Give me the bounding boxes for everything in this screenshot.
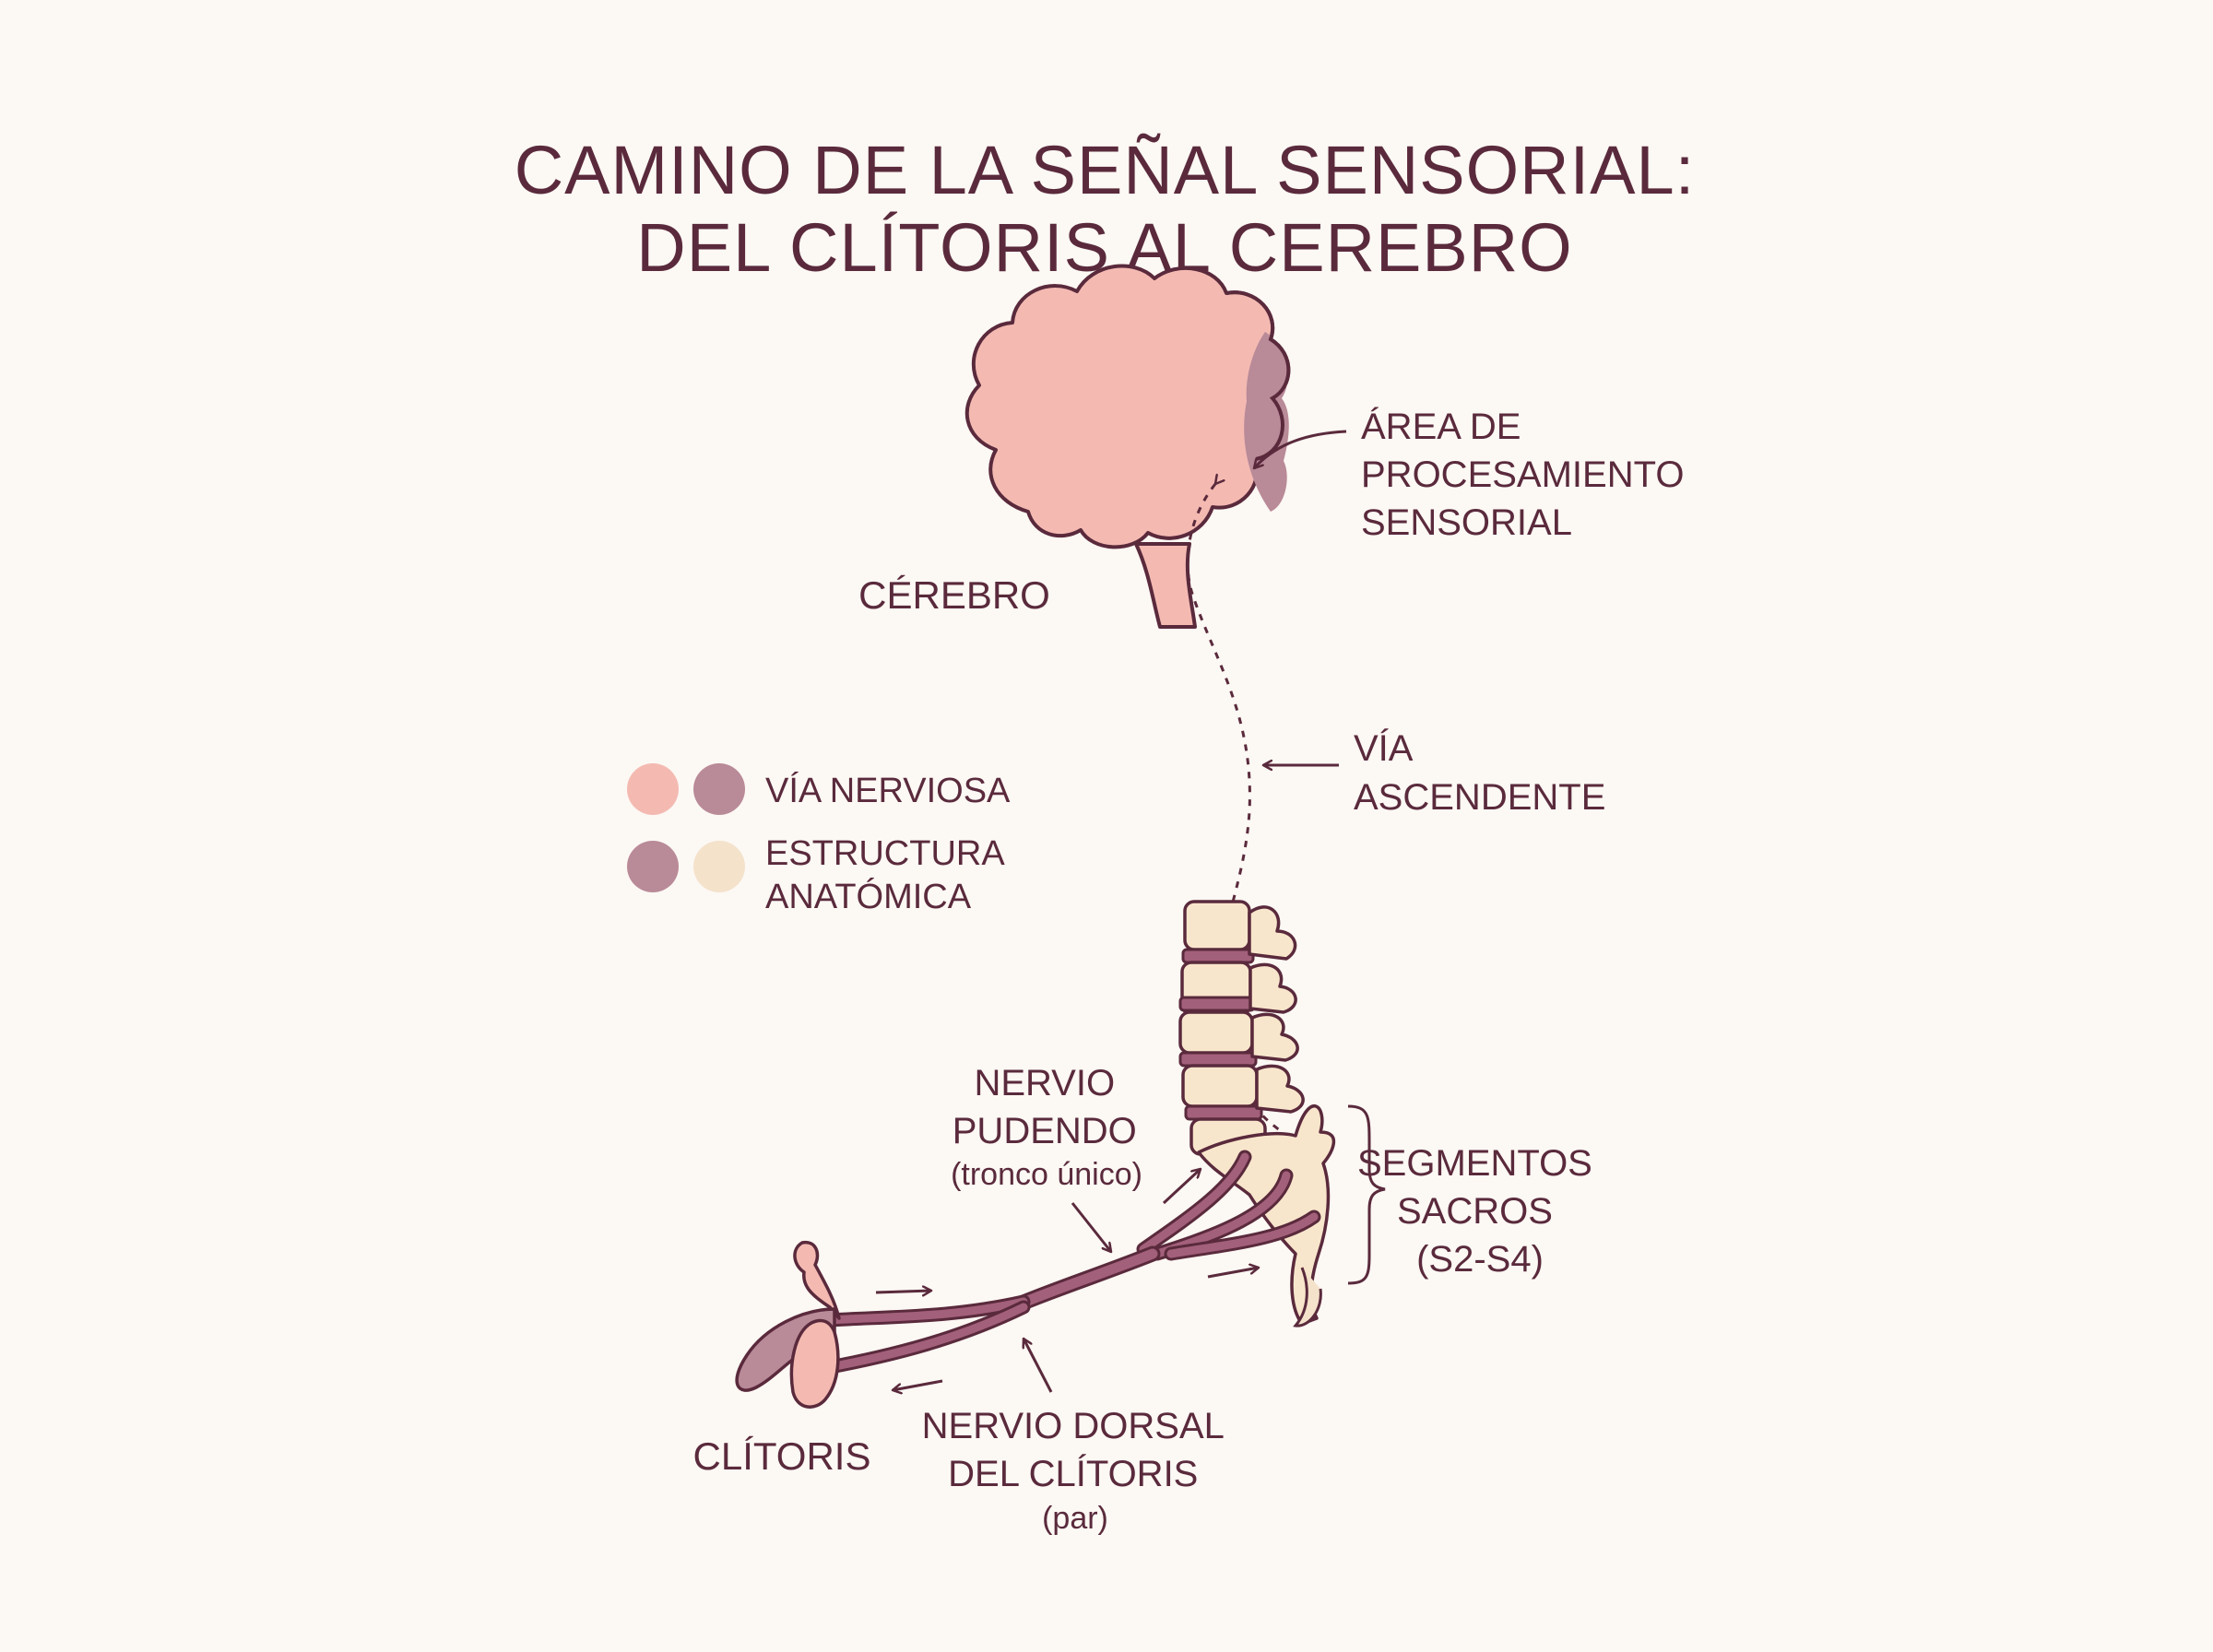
- sacrum: [1197, 1104, 1336, 1326]
- brain-cortex: [964, 264, 1291, 549]
- legend: VÍA NERVIOSA ESTRUCTURA ANATÓMICA: [627, 763, 1012, 916]
- dorsal-nerve-label: NERVIO DORSAL DEL CLÍTORIS (par): [922, 1406, 1229, 1536]
- intervertebral-disc: [1181, 948, 1255, 964]
- intervertebral-disc: [1178, 996, 1256, 1012]
- coccyx: [1293, 1267, 1322, 1328]
- legend-label-anatomical-structure: ESTRUCTURA ANATÓMICA: [765, 834, 1012, 916]
- arrow-toward-clitoris: [893, 1379, 943, 1390]
- nerve-illustration: [818, 1150, 1321, 1375]
- pointer-dorsal-nerve: [1024, 1339, 1053, 1393]
- legend-swatch: [627, 841, 679, 892]
- spine-illustration: [1178, 900, 1336, 1328]
- pudendal-nerve-label: NERVIO PUDENDO (tronco único): [951, 1063, 1142, 1192]
- brain-label: CÉREBRO: [858, 573, 1050, 617]
- intervertebral-disc: [1184, 1104, 1263, 1121]
- intervertebral-disc: [1178, 1051, 1258, 1068]
- legend-item-anatomical-structure: ESTRUCTURA ANATÓMICA: [627, 834, 1012, 916]
- clitoris-illustration: [735, 1240, 841, 1409]
- vertebra-body: [1181, 1064, 1259, 1108]
- sacral-brace: [1347, 1104, 1386, 1285]
- legend-swatch: [693, 763, 745, 815]
- clitoris-bulb: [789, 1318, 840, 1409]
- brain-stem: [1134, 542, 1197, 629]
- clitoris-body: [793, 1240, 841, 1320]
- legend-swatch: [627, 763, 679, 815]
- legend-label-nerve-path: VÍA NERVIOSA: [765, 771, 1011, 810]
- legend-item-nerve-path: VÍA NERVIOSA: [627, 763, 1011, 815]
- sacral-segments-label: SEGMENTOS SACROS (S2-S4): [1357, 1143, 1603, 1280]
- ascending-path-label: VÍA ASCENDENTE: [1354, 727, 1605, 818]
- processing-area-label: ÁREA DE PROCESAMIENTO SENSORIAL: [1361, 406, 1695, 543]
- vertebra-body: [1178, 1010, 1254, 1055]
- pointer-pudendal-nerve: [1071, 1202, 1111, 1252]
- title-line-1: CAMINO DE LA SEÑAL SENSORIAL:: [515, 132, 1696, 208]
- arrow-pudendal-up: [1162, 1169, 1201, 1205]
- clitoris-label: CLÍTORIS: [693, 1434, 871, 1478]
- vertebra-body: [1183, 900, 1251, 951]
- pointer-processing-area: [1254, 430, 1347, 468]
- arrow-sacral-in: [1207, 1268, 1259, 1279]
- legend-swatch: [693, 841, 745, 892]
- arrow-toward-spine: [875, 1291, 931, 1292]
